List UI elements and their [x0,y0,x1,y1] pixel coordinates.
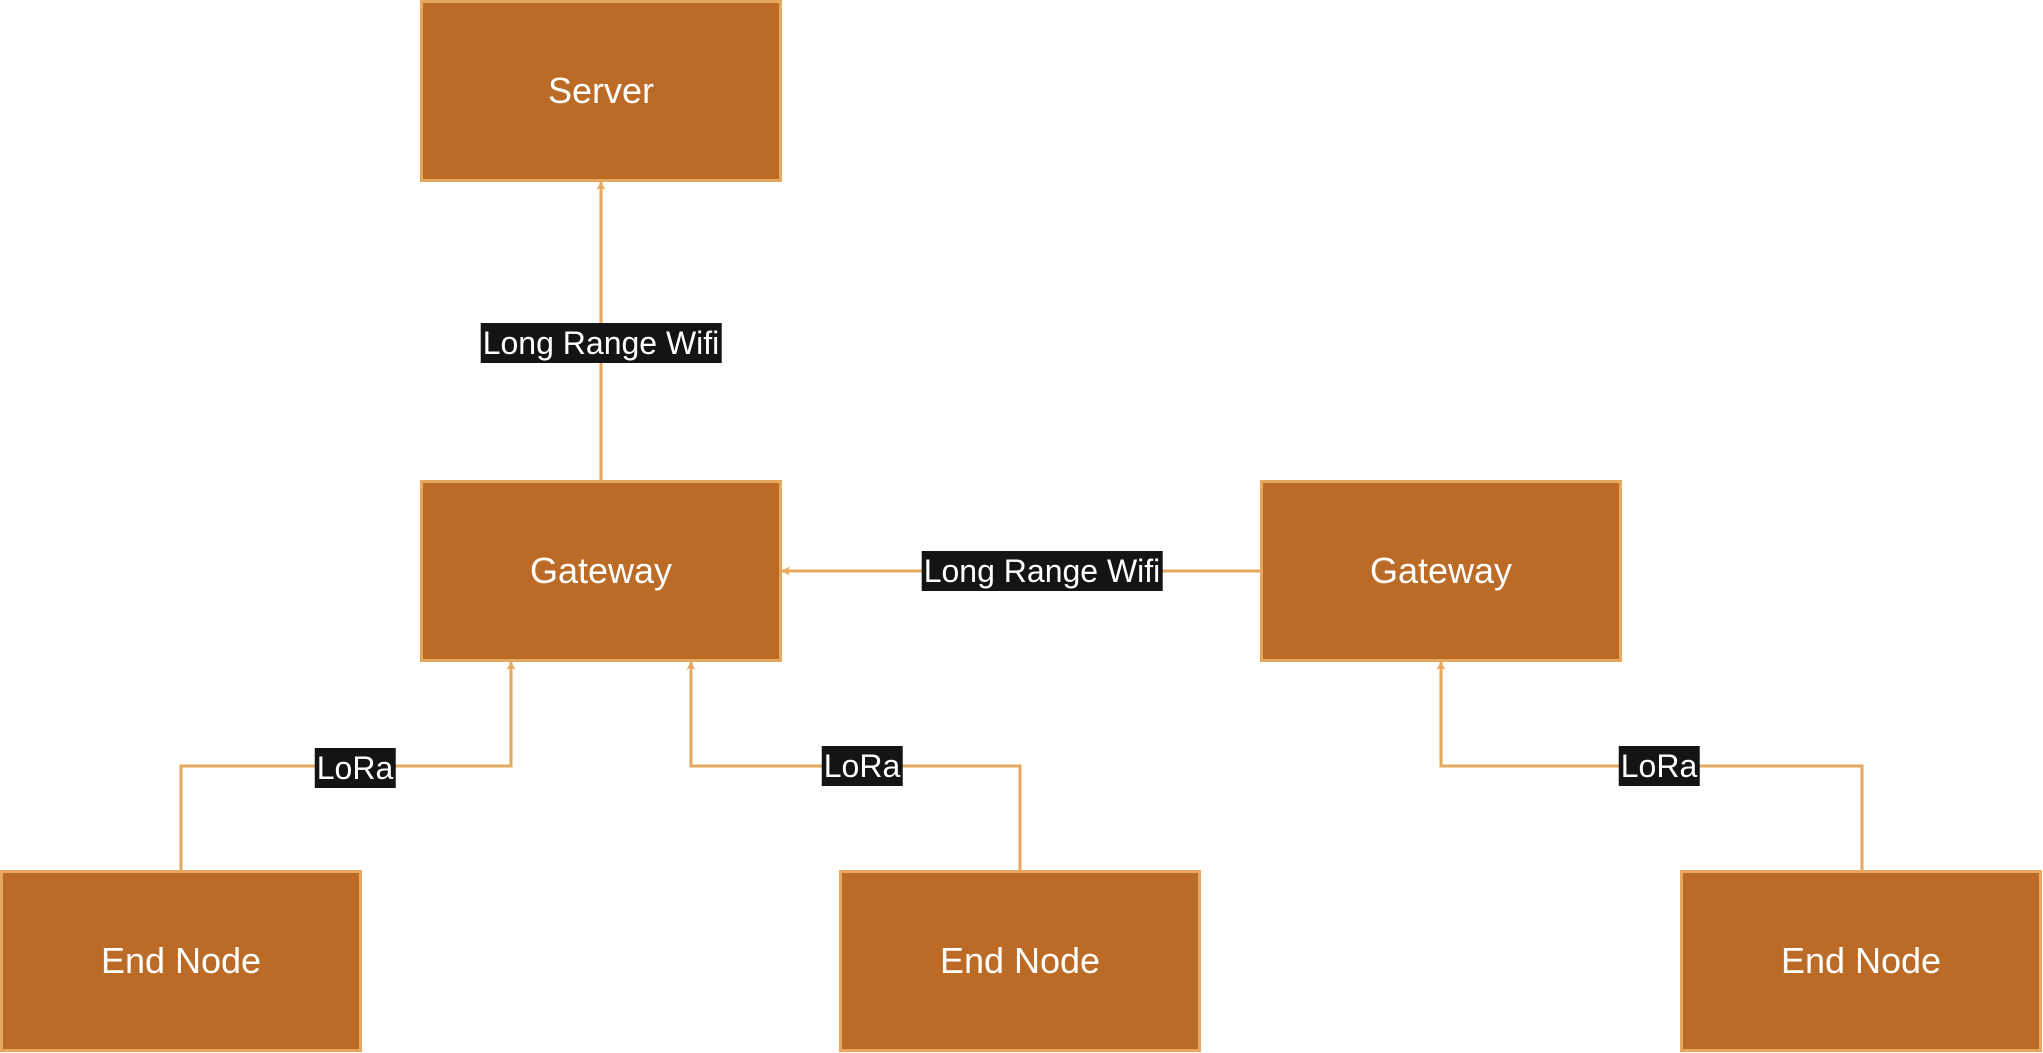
edge-label-gateway-to-gateway: Long Range Wifi [921,551,1163,591]
end-node-middle: End Node [839,870,1201,1052]
edge-label-end-node-middle-to-gateway: LoRa [821,746,903,786]
edge-label-end-node-left-to-gateway: LoRa [314,748,396,788]
edge-label-end-node-right-to-gateway: LoRa [1618,746,1700,786]
end-node-left: End Node [0,870,362,1052]
gateway-node-right: Gateway [1260,480,1622,662]
end-node-right: End Node [1680,870,2042,1052]
gateway-node-left: Gateway [420,480,782,662]
edge-label-gateway-to-server: Long Range Wifi [480,323,722,363]
server-node: Server [420,0,782,182]
